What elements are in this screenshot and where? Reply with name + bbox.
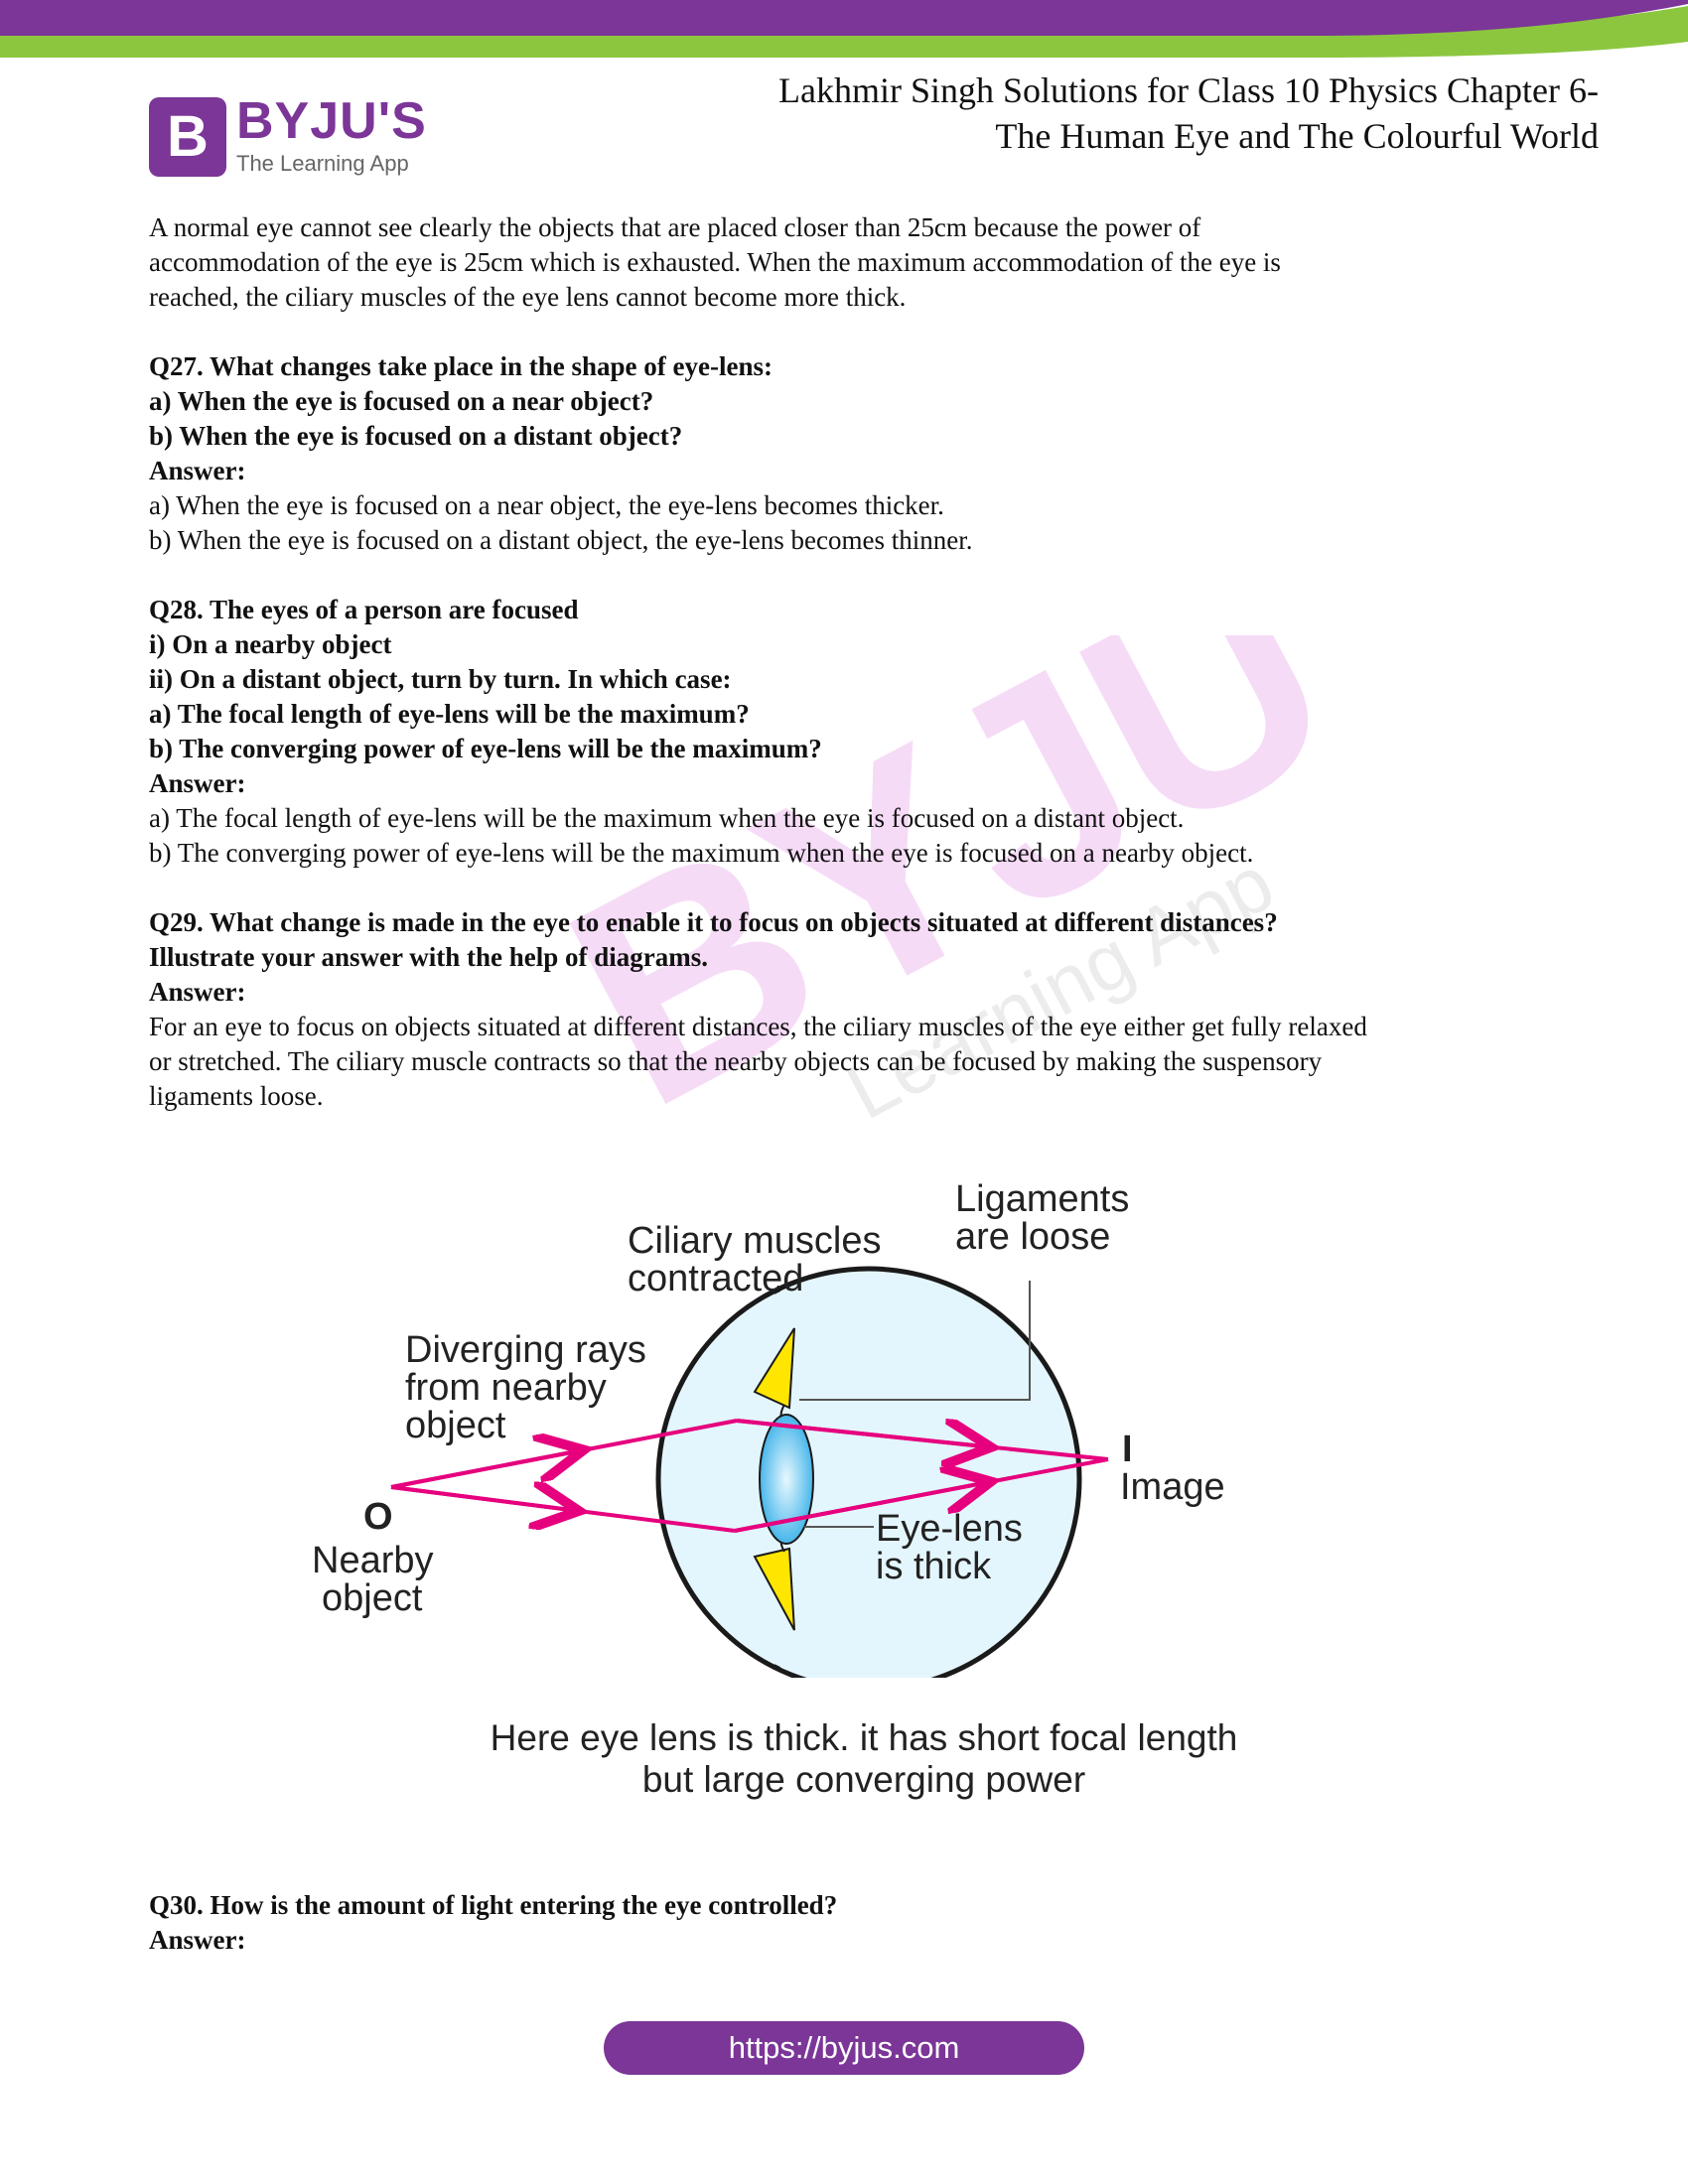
label-diverging-3: object <box>405 1405 506 1446</box>
caption-line2: but large converging power <box>641 1759 1086 1800</box>
ciliary-muscle-top <box>753 1327 795 1410</box>
label-eyelens-2: is thick <box>876 1546 992 1587</box>
main-content: A normal eye cannot see clearly the obje… <box>149 210 1559 1114</box>
q29-answer-line: ligaments loose. <box>149 1081 324 1111</box>
caption-line1: Here eye lens is thick. it has short foc… <box>490 1717 1238 1758</box>
q27-part-a: a) When the eye is focused on a near obj… <box>149 386 654 416</box>
label-nearby-2: object <box>322 1577 423 1619</box>
q29-answer-label: Answer: <box>149 977 246 1007</box>
label-ligaments-2: are loose <box>955 1216 1110 1258</box>
q27-part-b: b) When the eye is focused on a distant … <box>149 421 683 451</box>
q29-question-line2: Illustrate your answer with the help of … <box>149 942 709 972</box>
label-ciliary-1: Ciliary muscles <box>628 1220 881 1262</box>
q27-question: Q27. What changes take place in the shap… <box>149 351 773 381</box>
q28-item-i: i) On a nearby object <box>149 629 392 659</box>
page-title-line2: The Human Eye and The Colourful World <box>995 116 1599 156</box>
label-ciliary-2: contracted <box>628 1258 803 1299</box>
ligaments-pointer <box>799 1281 1031 1401</box>
q30-section: Q30. How is the amount of light entering… <box>149 1888 1539 1958</box>
q28-answer-label: Answer: <box>149 768 246 798</box>
q28-answer-b: b) The converging power of eye-lens will… <box>149 838 1254 868</box>
q29-question-line1: Q29. What change is made in the eye to e… <box>149 907 1278 937</box>
q28-part-a: a) The focal length of eye-lens will be … <box>149 699 750 729</box>
label-eyelens-1: Eye-lens <box>876 1508 1023 1550</box>
page-title-line1: Lakhmir Singh Solutions for Class 10 Phy… <box>778 70 1599 110</box>
logo-name: BYJU'S <box>236 92 427 150</box>
eye-diagram: Ligaments are loose Ciliary muscles cont… <box>312 1178 1225 1678</box>
byjus-logo: B BYJU'S The Learning App <box>149 92 447 181</box>
top-banner <box>0 0 1688 60</box>
intro-line: accommodation of the eye is 25cm which i… <box>149 247 1281 277</box>
q29-answer-line: For an eye to focus on objects situated … <box>149 1012 1367 1041</box>
q30-question: Q30. How is the amount of light entering… <box>149 1890 838 1920</box>
ciliary-muscle-bottom <box>753 1547 795 1631</box>
q29-answer-line: or stretched. The ciliary muscle contrac… <box>149 1046 1323 1076</box>
q28-item-ii: ii) On a distant object, turn by turn. I… <box>149 664 732 694</box>
label-ligaments-1: Ligaments <box>955 1178 1129 1220</box>
label-image: Image <box>1120 1466 1225 1508</box>
image-marker: I <box>1122 1429 1133 1470</box>
eye-lens <box>759 1414 814 1545</box>
q27-answer-a: a) When the eye is focused on a near obj… <box>149 490 944 520</box>
q28-answer-a: a) The focal length of eye-lens will be … <box>149 803 1185 833</box>
q27-answer-b: b) When the eye is focused on a distant … <box>149 525 973 555</box>
object-marker: O <box>363 1496 393 1538</box>
footer-url-link[interactable]: https://byjus.com <box>604 2021 1084 2075</box>
q30-answer-label: Answer: <box>149 1925 246 1955</box>
diagram-caption: Here eye lens is thick. it has short foc… <box>357 1717 1370 1801</box>
q28-question: Q28. The eyes of a person are focused <box>149 595 579 624</box>
q27-answer-label: Answer: <box>149 456 246 485</box>
intro-line: reached, the ciliary muscles of the eye … <box>149 282 907 312</box>
logo-mark: B <box>149 97 226 177</box>
intro-line: A normal eye cannot see clearly the obje… <box>149 212 1201 242</box>
label-nearby-1: Nearby <box>312 1540 434 1581</box>
q28-part-b: b) The converging power of eye-lens will… <box>149 734 822 763</box>
logo-tagline: The Learning App <box>236 151 409 176</box>
label-diverging-2: from nearby <box>405 1367 607 1409</box>
page-title: Lakhmir Singh Solutions for Class 10 Phy… <box>645 68 1599 159</box>
label-diverging-1: Diverging rays <box>405 1329 646 1371</box>
